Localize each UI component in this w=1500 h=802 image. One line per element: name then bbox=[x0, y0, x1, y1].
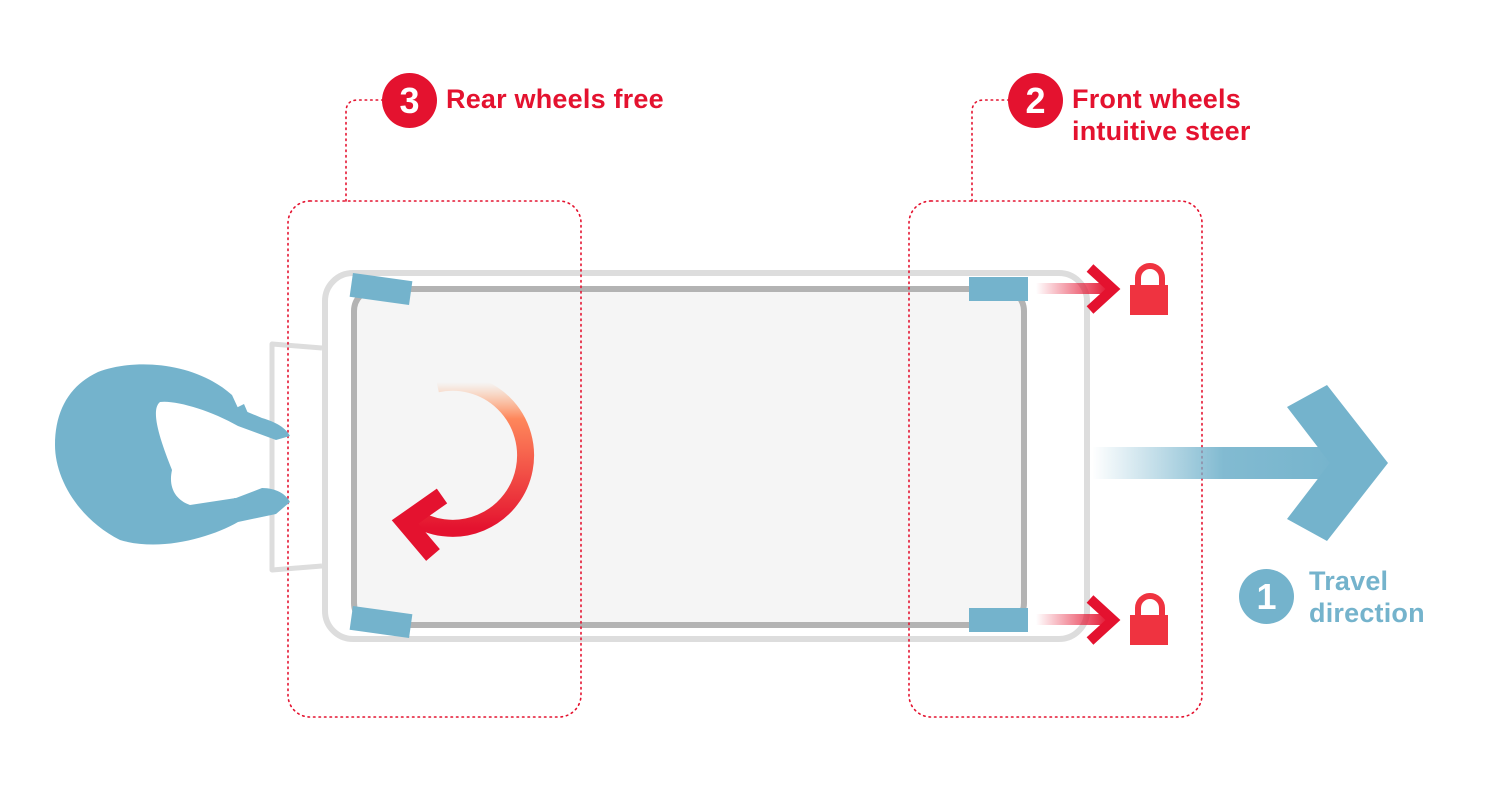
padlock-icon bbox=[1130, 593, 1168, 645]
step-label-rear-wheels: Rear wheels free bbox=[446, 84, 664, 114]
step-label-front-wheels-line1: Front wheels bbox=[1072, 84, 1241, 114]
padlock-icon bbox=[1130, 263, 1168, 315]
push-handle bbox=[269, 341, 323, 573]
rear-wheel-top bbox=[349, 272, 413, 306]
step-badge-1: 1 bbox=[1239, 569, 1294, 624]
step-badge-3: 3 bbox=[382, 73, 437, 128]
front-wheels-zone bbox=[908, 200, 1203, 718]
person-top-view-icon bbox=[55, 364, 290, 545]
wheels bbox=[349, 272, 1028, 639]
step-label-front-wheels-line2: intuitive steer bbox=[1072, 116, 1251, 146]
lock-arrow-top bbox=[1036, 264, 1121, 314]
rear-callout-leader bbox=[345, 99, 384, 202]
front-wheel-locks bbox=[1036, 263, 1168, 645]
front-callout-leader bbox=[971, 99, 1009, 202]
rotate-arrow-icon bbox=[391, 373, 535, 561]
rear-wheels-zone bbox=[287, 200, 582, 718]
lock-arrow-bottom bbox=[1036, 595, 1121, 645]
step-badge-2: 2 bbox=[1008, 73, 1063, 128]
front-wheel-top bbox=[969, 277, 1028, 301]
front-wheel-bottom bbox=[969, 608, 1028, 632]
step-label-travel-line2: direction bbox=[1309, 598, 1425, 628]
arrow-right-icon bbox=[1092, 385, 1388, 541]
bed bbox=[269, 270, 1090, 642]
rear-wheel-bottom bbox=[349, 605, 413, 639]
mattress bbox=[351, 286, 1027, 628]
callout-boxes bbox=[287, 99, 1203, 718]
step-label-travel-line1: Travel bbox=[1309, 566, 1389, 596]
